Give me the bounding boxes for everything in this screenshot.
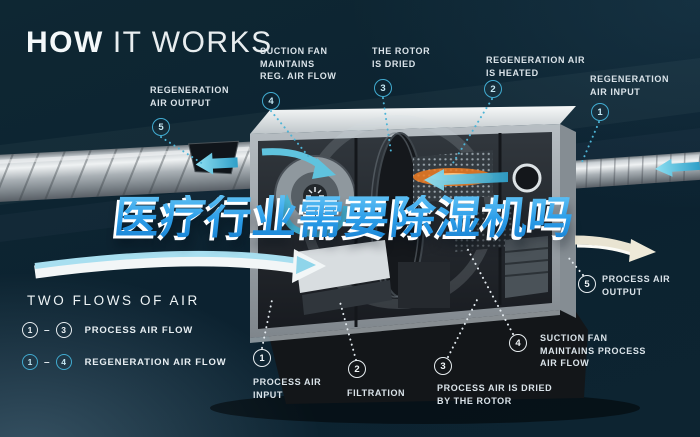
label-filtration: FILTRATION — [347, 388, 406, 398]
duct-opening — [512, 163, 542, 193]
legend-badge-from: 1 — [22, 354, 38, 370]
label-suction-fan-process: SUCTION FAN MAINTAINS PROCESS AIR FLOW — [540, 333, 647, 369]
title-light: IT WORKS — [112, 26, 273, 59]
badge-regen-2: 2 — [484, 80, 502, 98]
filter-tray — [295, 240, 390, 293]
regen-input-arrow — [654, 158, 700, 177]
legend-badge-from: 1 — [22, 322, 38, 338]
legend-row-regeneration: 1 – 4 REGENERATION AIR FLOW — [22, 354, 226, 370]
legend-dash: – — [44, 356, 50, 368]
label-regeneration-air-input: REGENERATION AIR INPUT — [590, 74, 670, 97]
process-leader-lines — [261, 247, 584, 361]
process-output-arrow — [574, 235, 656, 262]
legend-label-process: PROCESS AIR FLOW — [84, 324, 194, 336]
label-suction-fan-reg: SUCTION FAN MAINTAINS REG. AIR FLOW — [260, 46, 337, 82]
badge-process-1: 1 — [253, 349, 271, 367]
label-regen-air-heated: REGENERATION AIR IS HEATED — [486, 55, 586, 78]
legend-badge-to: 3 — [55, 322, 72, 338]
legend-dash: – — [44, 324, 50, 336]
badge-process-2: 2 — [348, 360, 366, 378]
label-process-air-input: PROCESS AIR INPUT — [253, 377, 322, 400]
label-rotor-is-dried: THE ROTOR IS DRIED — [372, 46, 431, 69]
heater-section — [413, 150, 542, 252]
badge-process-3: 3 — [434, 357, 452, 375]
badge-regen-1: 1 — [591, 103, 609, 121]
badge-process-4: 4 — [509, 334, 527, 352]
legend-label-regeneration: REGENERATION AIR FLOW — [84, 356, 227, 368]
label-process-air-dried: PROCESS AIR IS DRIED BY THE ROTOR — [437, 383, 553, 406]
regen-output-arrow — [195, 152, 238, 175]
label-regeneration-air-output: REGENERATION AIR OUTPUT — [150, 85, 230, 108]
badge-regen-5: 5 — [152, 118, 170, 136]
regen-flow-arrows — [261, 148, 349, 238]
label-process-air-output: PROCESS AIR OUTPUT — [602, 274, 671, 297]
badge-regen-3: 3 — [374, 79, 392, 97]
left-spiral-duct — [0, 140, 271, 203]
machine-body — [210, 106, 640, 424]
badge-regen-4: 4 — [262, 92, 280, 110]
machine-top — [250, 106, 576, 134]
right-spiral-duct — [569, 151, 700, 189]
badge-process-5: 5 — [578, 275, 596, 293]
legend-title: TWO FLOWS OF AIR — [27, 293, 200, 308]
chinese-headline-text: 医疗行业需要除湿机吗 — [111, 192, 578, 243]
legend-row-process: 1 – 3 PROCESS AIR FLOW — [22, 322, 193, 338]
legend-badge-to: 4 — [55, 354, 72, 370]
process-input-arrow — [34, 249, 326, 283]
chinese-headline: 医疗行业需要除湿机吗 医疗行业需要除湿机吗 — [109, 192, 592, 247]
regen-leader-lines — [160, 97, 600, 165]
title-bold: HOW — [26, 26, 104, 59]
heated-air-arrow — [424, 169, 508, 191]
